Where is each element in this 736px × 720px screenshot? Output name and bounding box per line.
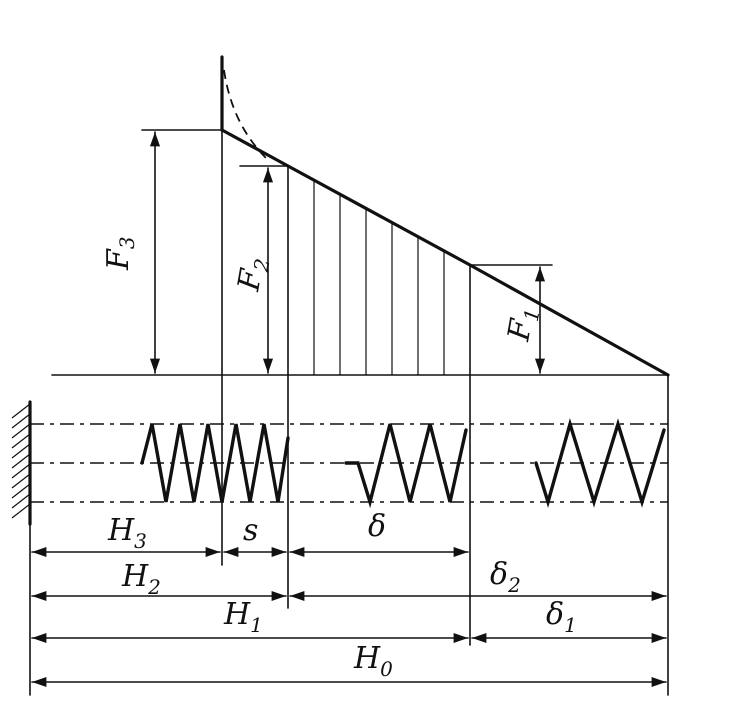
- spring-coil-middle: [344, 423, 468, 509]
- force-curve-dashed: [223, 69, 269, 161]
- hatch-lines: [313, 180, 445, 375]
- wall-hatching: [11, 403, 31, 519]
- label-h0: H0: [353, 641, 393, 681]
- label-f1: F1: [501, 304, 544, 345]
- force-graph: F3 F2 F1: [51, 55, 670, 696]
- label-h3: H3: [107, 513, 147, 553]
- label-f3: F3: [101, 236, 139, 271]
- label-s: s: [243, 513, 258, 548]
- label-delta2: δ2: [490, 557, 521, 597]
- dimension-lines: H3 s δ H2 δ2 H1 δ1 H0: [29, 509, 667, 696]
- label-h1: H1: [223, 597, 263, 637]
- spring-coil-free: [534, 417, 666, 509]
- label-delta: δ: [368, 509, 386, 544]
- spring-drawing: [11, 400, 668, 526]
- spring-coil-compressed: [140, 423, 290, 503]
- label-h2: H2: [121, 559, 161, 599]
- label-delta1: δ1: [546, 597, 577, 637]
- force-characteristic-line: [220, 128, 670, 377]
